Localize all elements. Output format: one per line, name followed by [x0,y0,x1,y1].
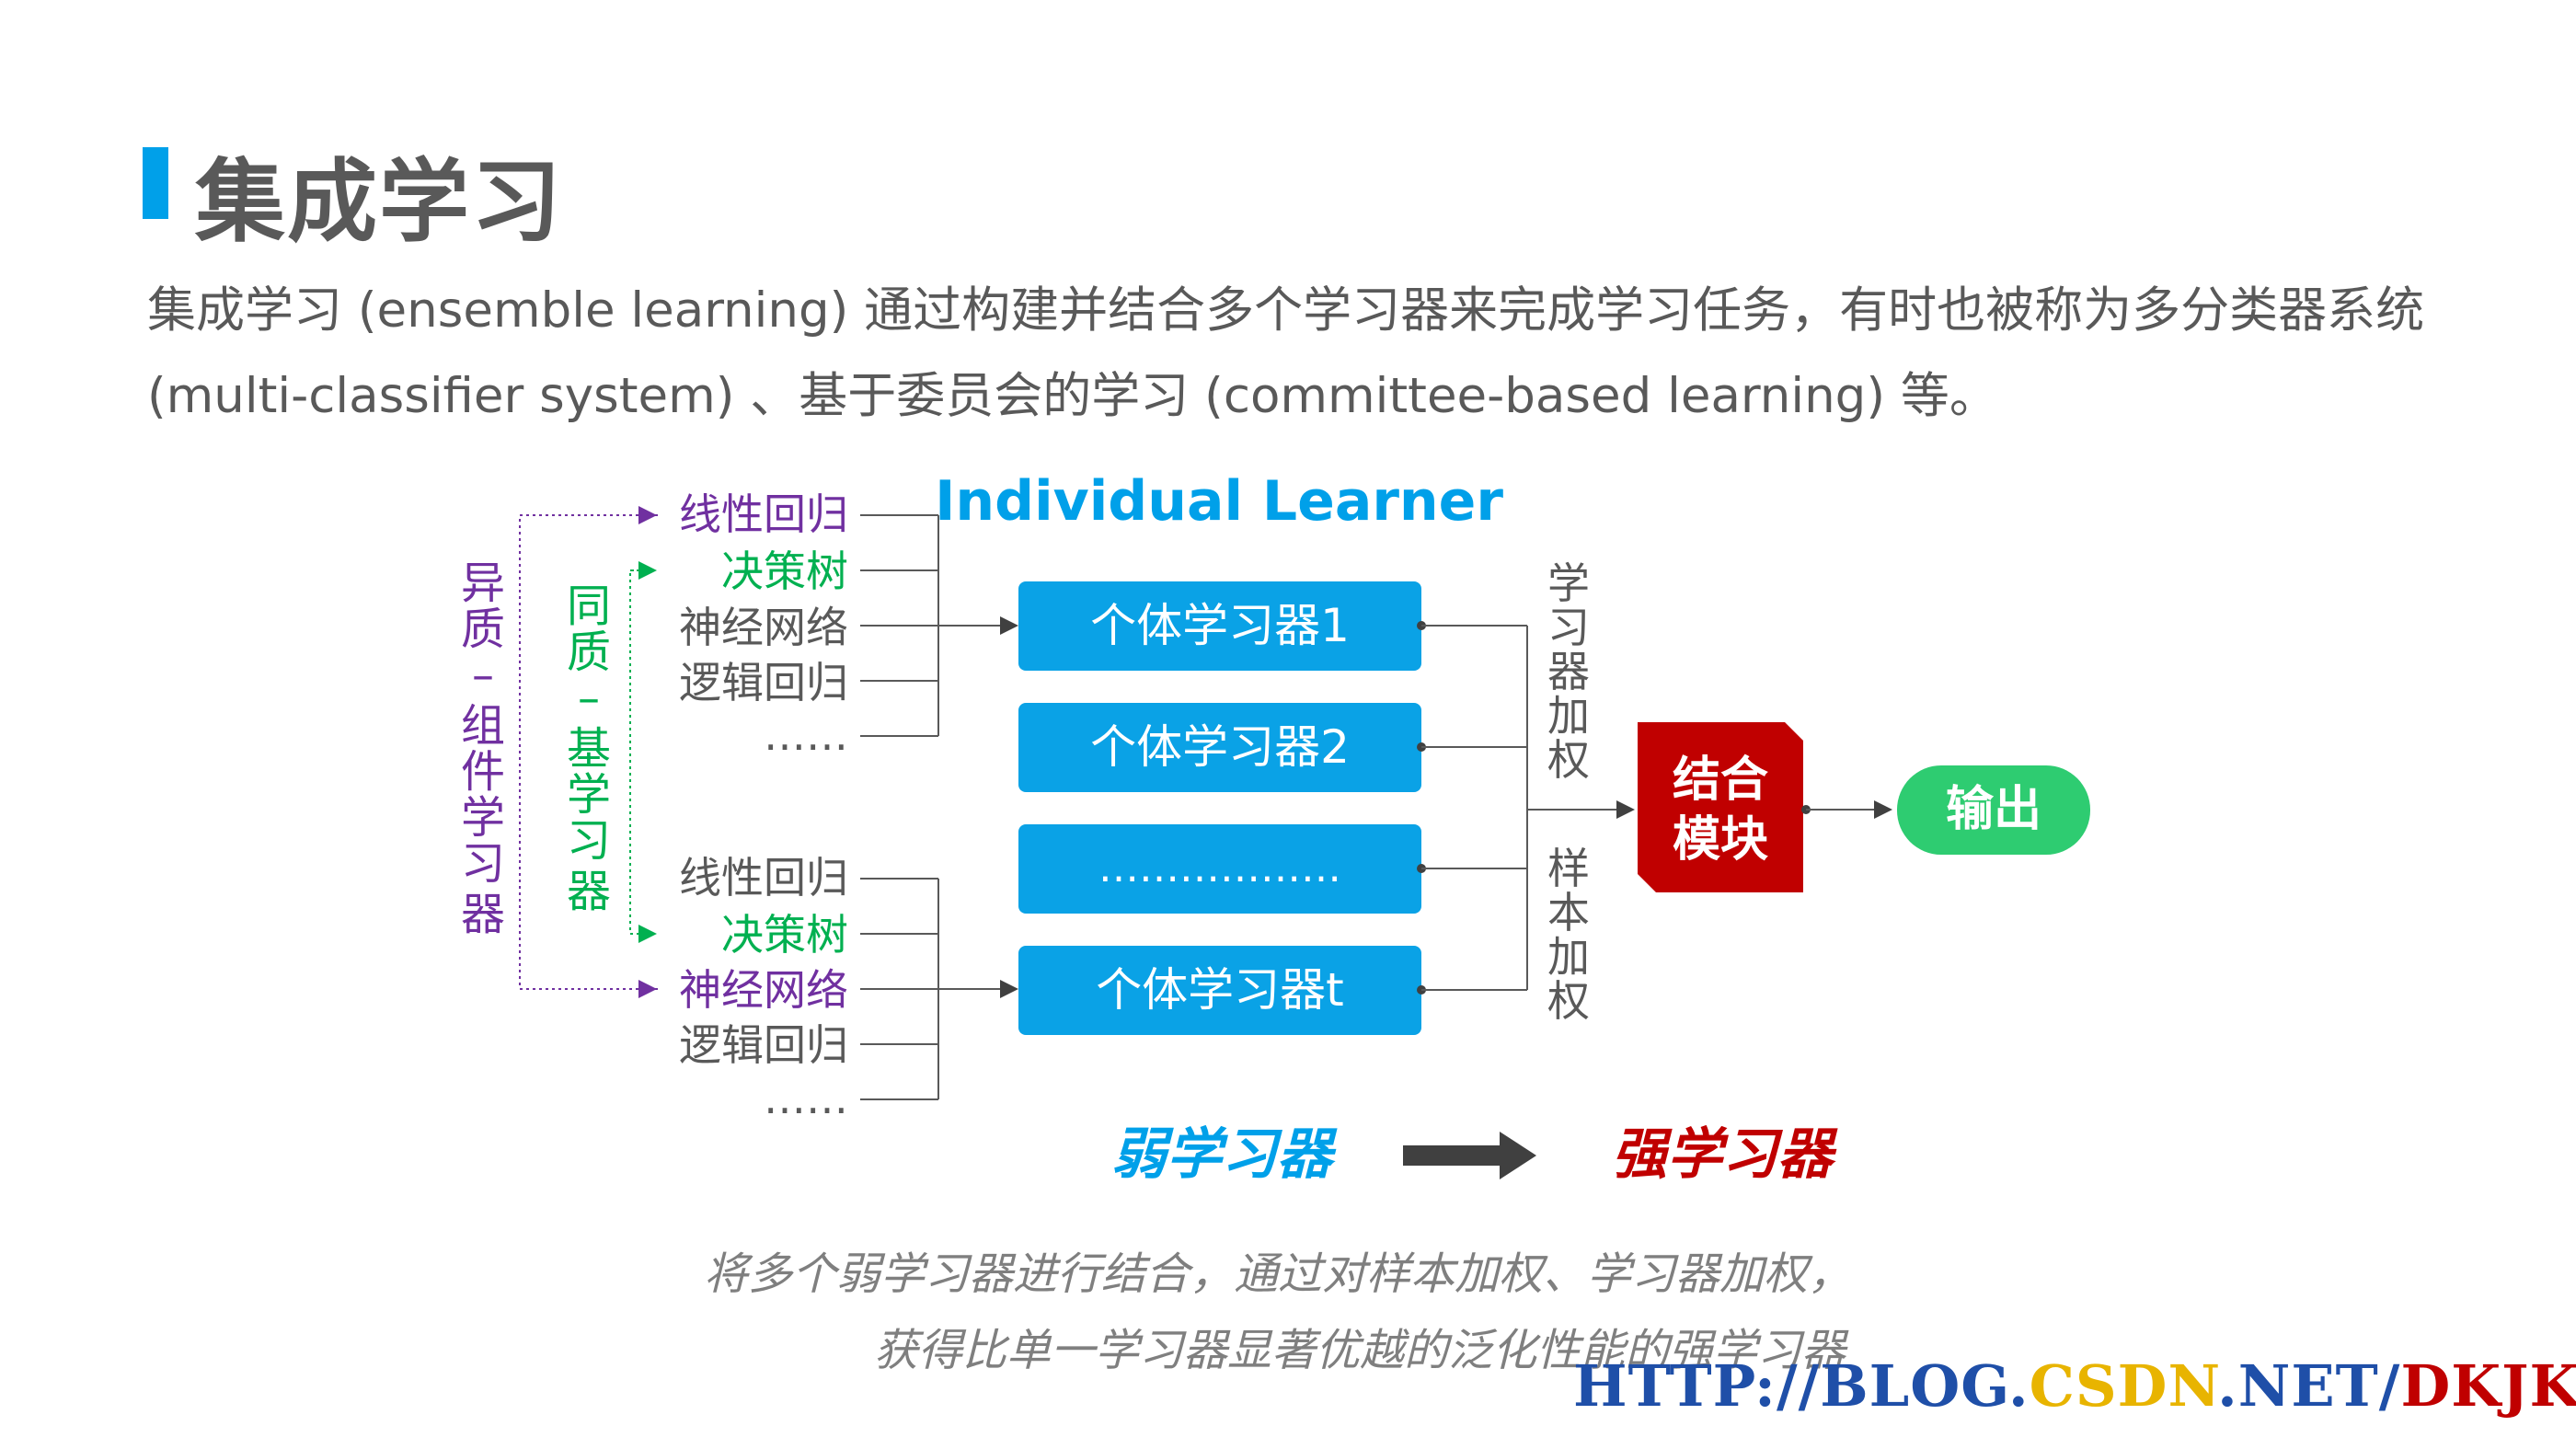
homo-char: 器 [567,866,611,917]
hetero-bracket [519,514,658,990]
svg-text:器: 器 [1547,647,1590,696]
hetero-char: 学 [461,792,505,844]
caption-line-2: 获得比单一学习器显著优越的泛化性能的强学习器 [874,1325,1846,1376]
algorithm-list-1: 线性回归 决策树 神经网络 逻辑回归 …… [679,489,848,760]
connector-group-1 [860,514,1018,737]
learner-label-t: 个体学习器t [1096,963,1344,1017]
watermark-part-4: DKJKLS [2400,1352,2576,1420]
algo-decision-tree: 决策树 [721,546,848,596]
weak-to-strong-arrow [1403,1132,1536,1179]
individual-learner-heading: Individual Learner [935,469,1503,534]
algo-linear-regression: 线性回归 [679,853,848,903]
hetero-char: 习 [461,838,505,890]
svg-text:加: 加 [1547,691,1590,741]
learner-label-1: 个体学习器1 [1090,599,1350,652]
learner-box-t [1018,946,1421,1035]
watermark-part-3: .NET/ [2217,1352,2401,1420]
svg-text:模块: 模块 [1673,812,1768,868]
svg-text:学: 学 [1547,558,1590,608]
learner-label-ellipsis: ……………… [1098,845,1341,891]
algo-neural-net: 神经网络 [679,603,848,652]
hetero-char: 组 [461,700,505,752]
connector-group-2 [860,878,1018,1100]
learner-box-2 [1018,703,1421,792]
algo-ellipsis: …… [764,1074,848,1123]
hetero-char: – [472,650,494,701]
watermark-part-2: CSDN [2029,1352,2218,1420]
algo-logistic-regression: 逻辑回归 [679,1020,848,1070]
algo-ellipsis: …… [764,710,848,760]
svg-text:权: 权 [1547,976,1590,1026]
svg-text:本: 本 [1547,888,1590,937]
learner-box-ellipsis [1018,824,1421,914]
algo-logistic-regression: 逻辑回归 [679,658,848,707]
homo-bracket [629,569,653,935]
strong-learner-label: 强学习器 [1612,1122,1838,1187]
hetero-char: 件 [461,746,505,798]
svg-text:权: 权 [1547,735,1590,785]
homo-char: – [578,673,600,724]
caption-line-1: 将多个弱学习器进行结合，通过对样本加权、学习器加权， [704,1248,1853,1300]
watermark-part-1: HTTP://BLOG. [1573,1352,2030,1420]
homo-char: 学 [567,769,611,821]
watermark-url: HTTP://BLOG.CSDN.NET/DKJKLS [1573,1352,2576,1420]
learner-box-1 [1018,581,1421,671]
hetero-char: 异 [461,558,505,609]
hetero-char: 质 [461,604,505,655]
page-title: 集成学习 [195,150,564,255]
algo-linear-regression: 线性回归 [679,489,848,539]
svg-text:结合: 结合 [1673,753,1768,808]
algorithm-list-2: 线性回归 决策树 神经网络 逻辑回归 …… [679,853,848,1123]
learner-boxes: 个体学习器1 个体学习器2 ……………… 个体学习器t [1018,581,1421,1035]
intro-line-2: (multi-classifier system) 、基于委员会的学习 (com… [147,368,1998,424]
homo-char: 习 [567,815,611,867]
svg-text:加: 加 [1547,932,1590,982]
algo-neural-net: 神经网络 [679,965,848,1015]
sample-weighting-label: 样 本 加 权 [1547,844,1590,1026]
intro-line-1: 集成学习 (ensemble learning) 通过构建并结合多个学习器来完成… [147,282,2425,339]
svg-text:样: 样 [1547,844,1590,893]
learner-weighting-label: 学 习 器 加 权 [1547,558,1590,785]
homogeneous-label: 同 质 – 基 学 习 器 [567,581,611,917]
learner-label-2: 个体学习器2 [1090,720,1350,774]
hetero-char: 器 [461,889,505,940]
title-accent-bar [143,147,168,219]
svg-text:输出: 输出 [1946,782,2041,837]
weak-learner-label: 弱学习器 [1111,1122,1338,1187]
homo-char: 同 [567,581,611,632]
homo-char: 质 [567,627,611,678]
learner-output-connectors [1417,621,1635,995]
heterogeneous-label: 异 质 – 组 件 学 习 器 [461,558,505,940]
combine-module: 结合 模块 [1638,722,1803,892]
svg-text:习: 习 [1547,603,1590,652]
homo-char: 基 [567,723,611,775]
algo-decision-tree: 决策树 [721,910,848,960]
output-pill: 输出 [1897,765,2090,855]
